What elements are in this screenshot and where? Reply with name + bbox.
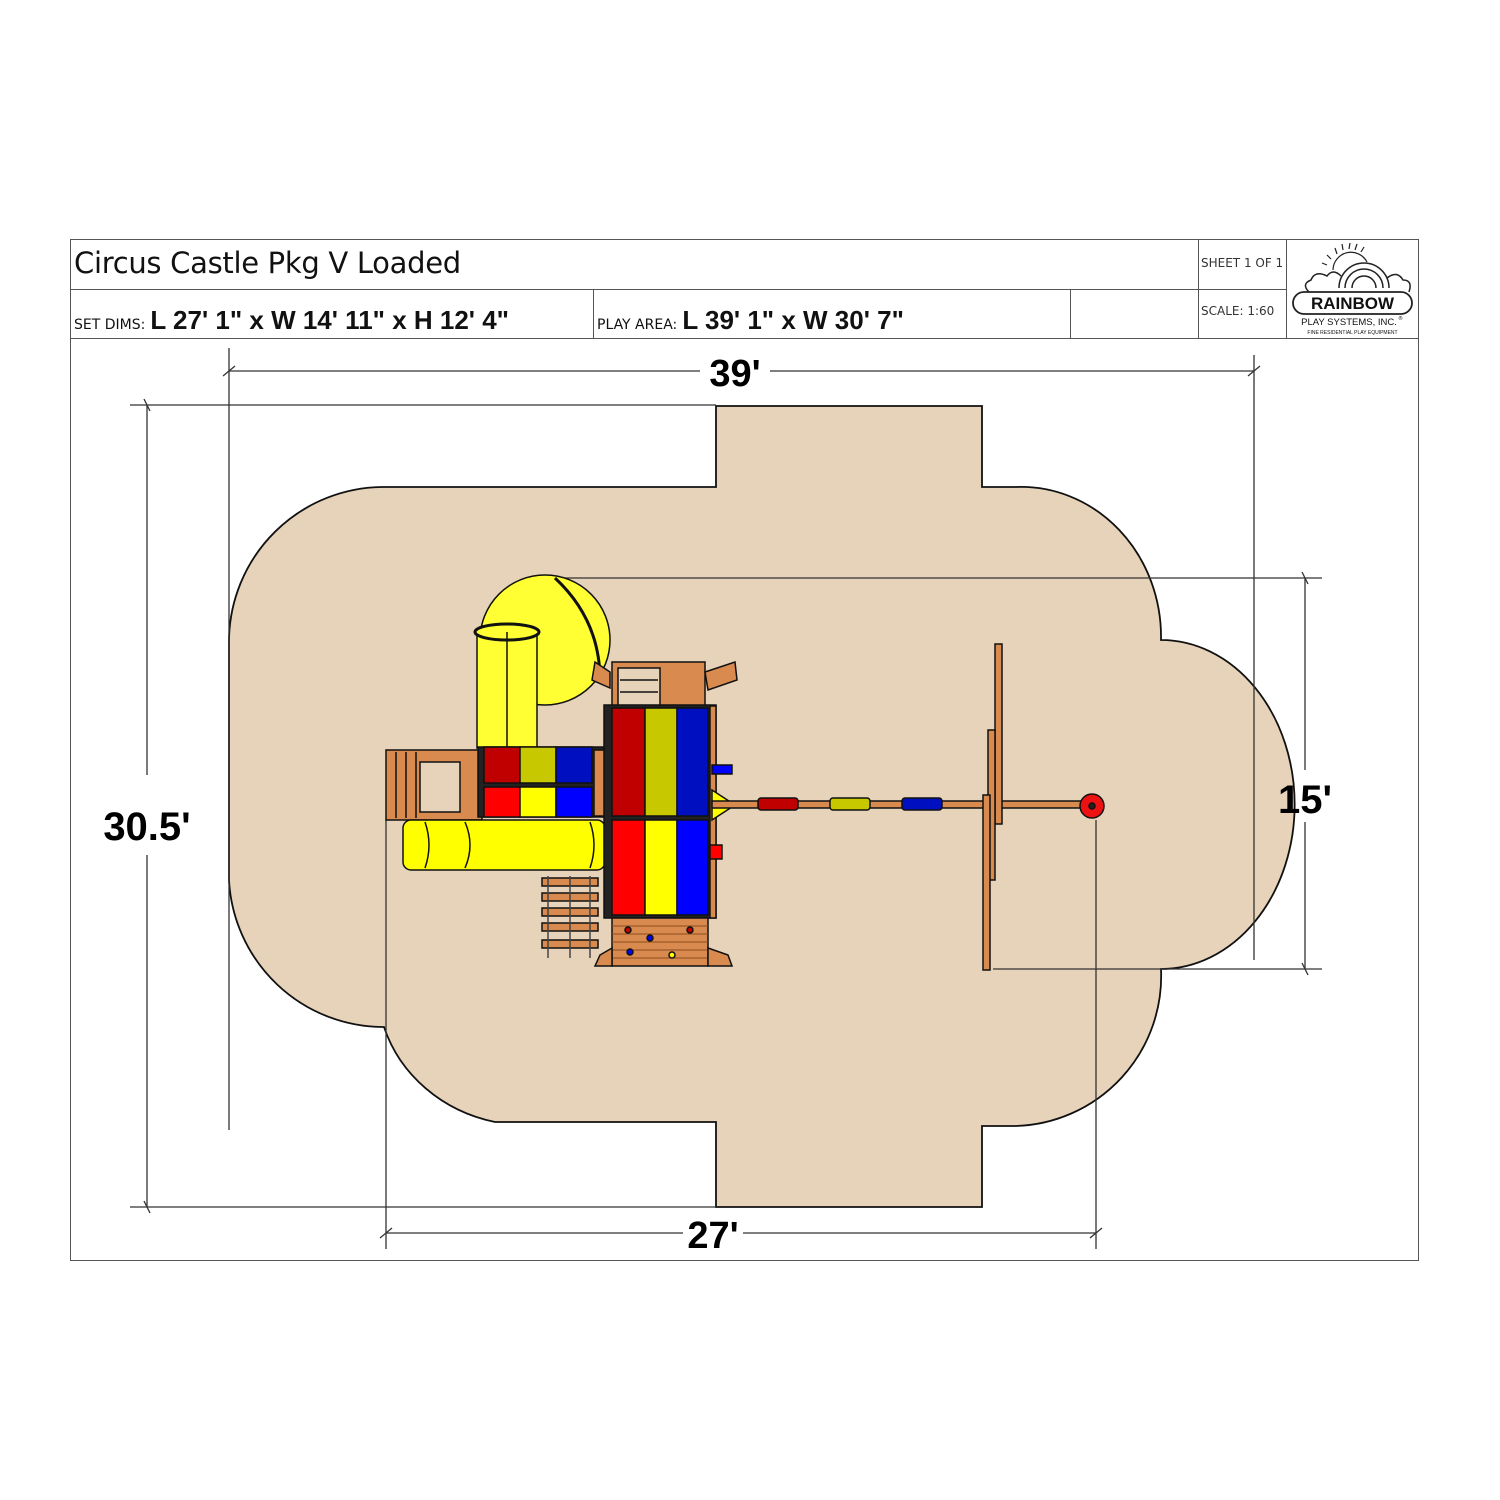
play-area-label: PLAY AREA: xyxy=(597,317,678,333)
playset xyxy=(385,574,1105,971)
set-dims-value: L 27' 1" x W 14' 11" x H 12' 4" xyxy=(150,305,510,335)
set-dims-label: SET DIMS: xyxy=(74,317,146,333)
drawing-title: Circus Castle Pkg V Loaded xyxy=(74,246,461,280)
a-frame-leg xyxy=(994,643,1003,825)
sheet-info: SHEET 1 OF 1 SCALE: 1:60 xyxy=(1198,240,1287,339)
rock-wall xyxy=(593,917,734,967)
company-logo: RAINBOW PLAY SYSTEMS, INC. ® FINE RESIDE… xyxy=(1287,240,1418,339)
rope-ladder xyxy=(541,876,599,958)
title-row: Circus Castle Pkg V Loaded xyxy=(71,240,1198,290)
swing-seat-red xyxy=(757,797,799,811)
play-area-value: L 39' 1" x W 30' 7" xyxy=(682,305,904,335)
dims-row: SET DIMS: L 27' 1" x W 14' 11" x H 12' 4… xyxy=(71,290,1198,339)
dim-label-39: 39' xyxy=(709,353,760,395)
swing-beam xyxy=(711,643,1105,971)
side-deck-roof xyxy=(477,746,607,818)
dimension-lines xyxy=(130,348,1322,1249)
swing-seat-blue xyxy=(901,797,943,811)
dim-label-15: 15' xyxy=(1278,778,1332,822)
dim-label-30-5: 30.5' xyxy=(103,805,190,849)
entry-ladder xyxy=(385,749,483,821)
rainbow-cloud-sun-icon: RAINBOW PLAY SYSTEMS, INC. ® FINE RESIDE… xyxy=(1292,242,1413,336)
wave-slide xyxy=(402,819,606,871)
logo-company: PLAY SYSTEMS, INC. xyxy=(1301,317,1397,328)
sheet-number: SHEET 1 OF 1 xyxy=(1201,256,1284,270)
drawing-scale: SCALE: 1:60 xyxy=(1201,304,1275,318)
dim-label-27: 27' xyxy=(687,1215,738,1257)
play-area-cell: PLAY AREA: L 39' 1" x W 30' 7" xyxy=(594,290,1071,338)
logo-tagline: FINE RESIDENTIAL PLAY EQUIPMENT xyxy=(1307,330,1397,336)
tower-ladder xyxy=(591,660,738,709)
logo-name: RAINBOW xyxy=(1311,294,1395,313)
tower-roof xyxy=(603,704,733,919)
set-dims-cell: SET DIMS: L 27' 1" x W 14' 11" x H 12' 4… xyxy=(71,290,594,338)
logo-registered: ® xyxy=(1398,315,1403,322)
tube-slide xyxy=(473,574,611,749)
swing-seat-yellow xyxy=(829,797,871,811)
